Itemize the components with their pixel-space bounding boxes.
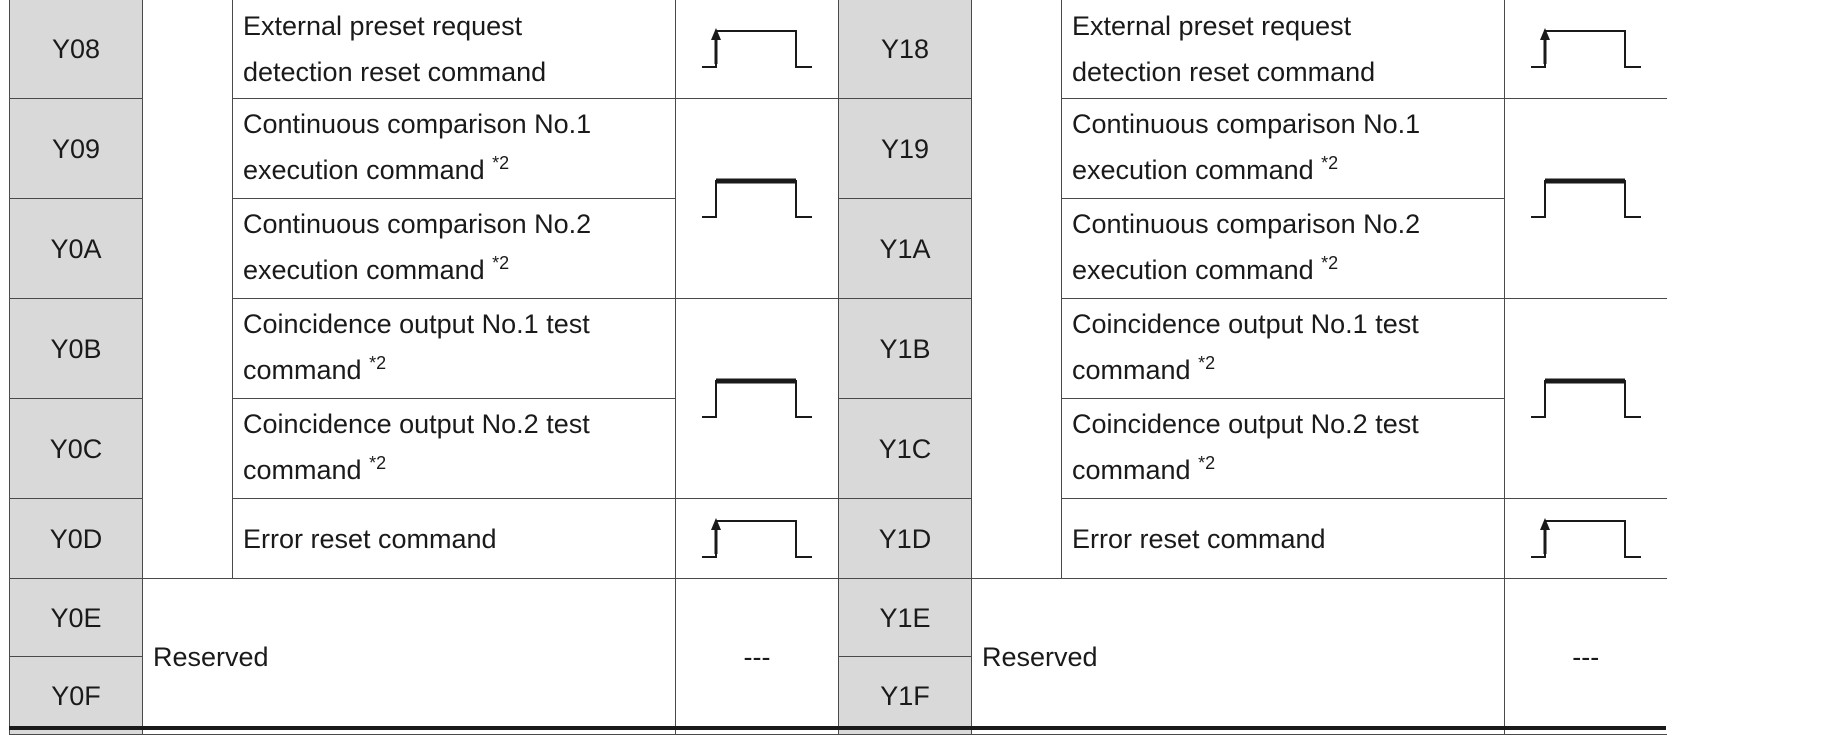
device-cell-right: Y1E (838, 578, 972, 657)
signal-name-line: execution command *2 (1072, 147, 1504, 196)
signal-name-cell-right: Continuous comparison No.1 execution com… (1061, 98, 1505, 199)
signal-name-line: Continuous comparison No.2 (1072, 209, 1421, 239)
rising-edge-pulse-icon (1530, 28, 1641, 68)
device-cell-left: Y0B (9, 298, 143, 399)
level-signal-icon (1530, 178, 1641, 218)
signal-name-line: Error reset command (243, 523, 497, 554)
timing-cell-right (1504, 0, 1667, 99)
io-signal-table: Y08 External preset request detection re… (9, 0, 1667, 735)
device-cell-right: Y1D (838, 498, 972, 579)
device-cell-left: Y0C (9, 398, 143, 499)
signal-name-line: command *2 (243, 447, 675, 496)
table-bottom-rule (9, 726, 1666, 730)
device-cell-left: Y0F (9, 656, 143, 735)
table-row: Y0B Coincidence output No.1 test command… (9, 298, 1667, 499)
signal-name-cell-left: Coincidence output No.1 test command *2 (232, 298, 676, 399)
signal-name-line: detection reset command (243, 57, 547, 87)
table-row: Y09 Continuous comparison No.1 execution… (9, 98, 1667, 299)
device-cell-left: Y09 (9, 98, 143, 199)
signal-name-cell-right: Continuous comparison No.2 execution com… (1061, 198, 1505, 299)
level-signal-icon (702, 378, 812, 418)
device-cell-right: Y19 (838, 98, 972, 199)
signal-name-line: execution command *2 (243, 147, 675, 196)
footnote-marker: *2 (1198, 453, 1216, 473)
reserved-label-left: Reserved (142, 578, 676, 735)
footnote-marker: *2 (369, 353, 387, 373)
timing-cell-left (675, 98, 839, 299)
signal-name-cell-left: External preset request detection reset … (232, 0, 676, 99)
device-cell-left: Y0A (9, 198, 143, 299)
signal-name-line: detection reset command (1072, 57, 1376, 87)
signal-name-cell-left: Error reset command (232, 498, 676, 579)
signal-name-text: command (243, 355, 362, 385)
device-cell-right: Y1F (838, 656, 972, 735)
signal-name-line: Continuous comparison No.1 (243, 109, 592, 139)
signal-name-line: command *2 (1072, 447, 1504, 496)
signal-name-text: execution command (243, 255, 485, 285)
level-signal-icon (702, 178, 812, 218)
signal-name-cell-right: Coincidence output No.2 test command *2 (1061, 398, 1505, 499)
timing-cell-right (1504, 298, 1667, 499)
signal-name-text: execution command (1072, 155, 1314, 185)
signal-name-cell-left: Continuous comparison No.2 execution com… (232, 198, 676, 299)
signal-name-line: External preset request (243, 11, 523, 41)
signal-name-line: Continuous comparison No.2 (243, 209, 592, 239)
signal-name-cell-left: Continuous comparison No.1 execution com… (232, 98, 676, 199)
reserved-label-right: Reserved (971, 578, 1505, 735)
signal-name-text: execution command (243, 155, 485, 185)
table-row: Y0A Continuous comparison No.2 execution… (9, 198, 1667, 299)
device-cell-left: Y0D (9, 498, 143, 579)
signal-name-line: External preset request (1072, 11, 1352, 41)
signal-name-text: execution command (1072, 255, 1314, 285)
signal-name-line: Coincidence output No.2 test (1072, 409, 1419, 439)
table-row: Y0F Y1F (9, 656, 1667, 735)
table-row: Y0C Coincidence output No.2 test command… (9, 398, 1667, 499)
device-cell-right: Y18 (838, 0, 972, 99)
timing-cell-left (675, 0, 839, 99)
signal-name-line: execution command *2 (1072, 247, 1504, 296)
signal-name-cell-left: Coincidence output No.2 test command *2 (232, 398, 676, 499)
signal-name-cell-right: Error reset command (1061, 498, 1505, 579)
timing-cell-left (675, 498, 839, 579)
signal-name-line: Error reset command (1072, 523, 1326, 554)
device-cell-left: Y0E (9, 578, 143, 657)
level-signal-icon (1530, 378, 1641, 418)
signal-name-cell-right: External preset request detection reset … (1061, 0, 1505, 99)
timing-cell-right (1504, 498, 1667, 579)
group-blank-cell-left (142, 0, 233, 579)
signal-name-text: command (1072, 455, 1191, 485)
signal-name-cell-right: Coincidence output No.1 test command *2 (1061, 298, 1505, 399)
signal-name-text: command (243, 455, 362, 485)
footnote-marker: *2 (369, 453, 387, 473)
rising-edge-pulse-icon (702, 28, 812, 68)
table-row: Y08 External preset request detection re… (9, 0, 1667, 579)
rising-edge-pulse-icon (1530, 517, 1641, 558)
signal-name-line: command *2 (243, 347, 675, 396)
signal-name-line: Coincidence output No.1 test (243, 309, 590, 339)
footnote-marker: *2 (492, 153, 510, 173)
device-cell-left: Y08 (9, 0, 143, 99)
signal-name-text: command (1072, 355, 1191, 385)
table-row: Y0D Error reset command Y1D Error reset … (9, 498, 1667, 579)
device-cell-right: Y1B (838, 298, 972, 399)
device-cell-right: Y1A (838, 198, 972, 299)
timing-cell-right (1504, 98, 1667, 299)
signal-name-line: Continuous comparison No.1 (1072, 109, 1421, 139)
group-blank-cell-right (971, 0, 1062, 579)
timing-cell-left (675, 298, 839, 499)
signal-name-line: Coincidence output No.1 test (1072, 309, 1419, 339)
signal-name-line: Coincidence output No.2 test (243, 409, 590, 439)
device-cell-right: Y1C (838, 398, 972, 499)
reserved-timing-left: --- (675, 578, 839, 735)
signal-name-line: command *2 (1072, 347, 1504, 396)
footnote-marker: *2 (1198, 353, 1216, 373)
footnote-marker: *2 (492, 253, 510, 273)
footnote-marker: *2 (1321, 153, 1339, 173)
rising-edge-pulse-icon (702, 517, 812, 558)
signal-name-line: execution command *2 (243, 247, 675, 296)
footnote-marker: *2 (1321, 253, 1339, 273)
reserved-timing-right: --- (1504, 578, 1667, 735)
table-row: Y0E Reserved --- Y1E Reserved --- (9, 578, 1667, 735)
